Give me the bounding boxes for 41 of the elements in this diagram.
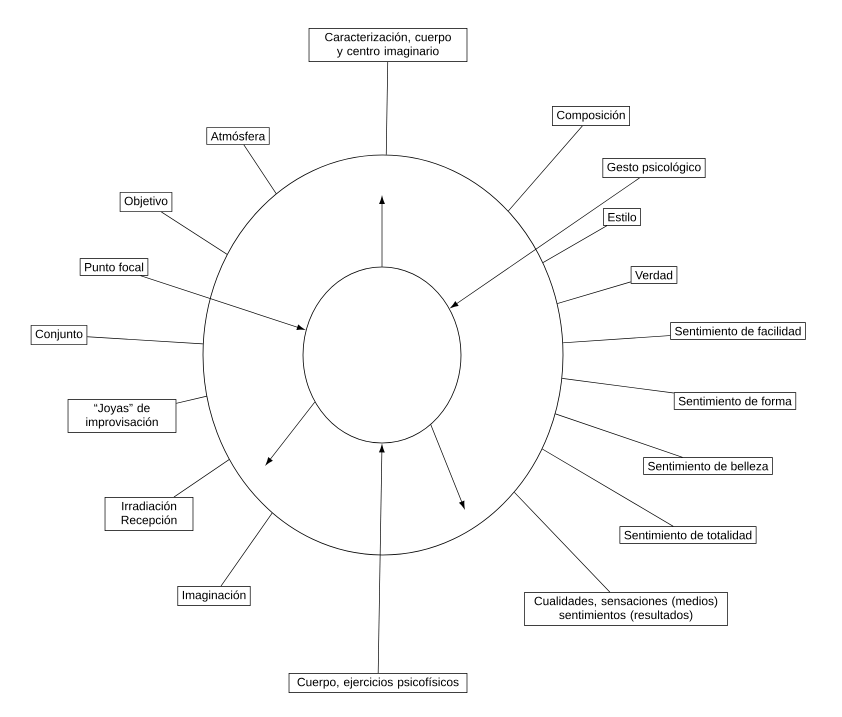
- label-box: Punto focal: [80, 258, 148, 276]
- arrow: [140, 275, 305, 330]
- connector-line: [562, 335, 671, 344]
- label-box: Cuerpo, ejercicios psicofísicos: [288, 673, 468, 693]
- label-box: Sentimiento de totalidad: [620, 526, 756, 544]
- label-box: Conjunto: [30, 325, 88, 345]
- arrow: [378, 444, 385, 674]
- label-box: Estilo: [603, 208, 641, 226]
- connector-line: [86, 336, 204, 344]
- label-box: Irradiación Recepción: [104, 497, 194, 531]
- label-box: Sentimiento de belleza: [643, 457, 773, 475]
- label-box: Sentimiento de forma: [674, 392, 796, 410]
- label-box: “Joyas” de improvisación: [68, 399, 176, 433]
- label-box: Sentimiento de facilidad: [670, 322, 806, 340]
- core-circle: [302, 266, 462, 444]
- ring-circle: [202, 154, 564, 556]
- connector-line: [542, 225, 608, 263]
- label-box: Objetivo: [120, 192, 172, 212]
- label-box: Cualidades, sensaciones (medios) sentimientos (resultados): [524, 592, 728, 626]
- connector-line: [555, 414, 683, 458]
- connector-line: [557, 282, 632, 304]
- label-box: Gesto psicológico: [602, 158, 706, 178]
- connector-line: [514, 492, 610, 592]
- label-box: Caracterización, cuerpo y centro imaginario: [308, 28, 468, 62]
- connector-line: [542, 448, 674, 527]
- label-box: Atmósfera: [206, 127, 270, 145]
- arrow: [430, 424, 465, 509]
- arrow: [379, 196, 385, 267]
- arrow: [450, 178, 640, 308]
- arrow: [266, 402, 316, 466]
- connector-line: [161, 212, 228, 255]
- connector-line: [176, 396, 207, 404]
- connector-line: [220, 512, 272, 586]
- connector-line: [174, 459, 230, 498]
- label-box: Composición: [552, 106, 630, 126]
- connector-line: [562, 378, 674, 394]
- connector-line: [243, 144, 276, 194]
- connector-line: [386, 62, 388, 155]
- label-box: Imaginación: [177, 586, 251, 606]
- connector-line: [508, 126, 583, 212]
- label-box: Verdad: [630, 266, 678, 284]
